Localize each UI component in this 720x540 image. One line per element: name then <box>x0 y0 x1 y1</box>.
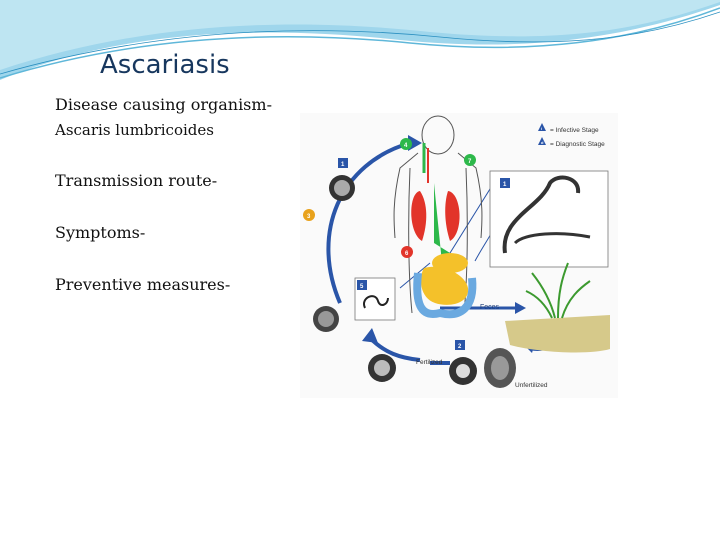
svg-text:2: 2 <box>458 344 462 350</box>
svg-text:= Infective Stage: = Infective Stage <box>550 127 599 134</box>
svg-text:d: d <box>541 140 544 145</box>
feces-label: Feces <box>480 304 500 311</box>
life-cycle-diagram: i = Infective Stage d = Diagnostic Stage… <box>300 113 618 398</box>
header-wave-decoration <box>0 0 720 80</box>
svg-text:3: 3 <box>307 214 311 220</box>
cycle-arrow-left <box>326 141 411 304</box>
lungs-right <box>445 191 460 241</box>
egg-icon-fertilized <box>449 357 477 385</box>
organism-heading: Disease causing organism- <box>55 95 272 114</box>
step-badge-7: 7 <box>464 154 476 166</box>
organism-name: Ascaris lumbricoides <box>55 121 214 139</box>
transmission-heading: Transmission route- <box>55 171 218 190</box>
body-head-outline <box>421 115 455 155</box>
legend-infective: i = Infective Stage <box>538 123 599 134</box>
larva <box>363 295 389 309</box>
fertilized-label: Fertilized <box>416 359 443 366</box>
step-badge-1-worm: 1 <box>500 178 510 188</box>
egg-icon-2 <box>313 306 339 332</box>
esophagus <box>434 183 450 263</box>
egg-icon-unfertilized <box>484 348 516 388</box>
slide-title: Ascariasis <box>100 50 230 80</box>
svg-text:1: 1 <box>341 162 345 168</box>
step-badge-6: 6 <box>401 246 413 258</box>
step-badge-5: 5 <box>357 280 367 290</box>
egg-icon-3 <box>368 354 396 382</box>
step-badge-3: 3 <box>303 209 315 221</box>
egg-icon-1 <box>329 175 355 201</box>
svg-text:6: 6 <box>405 251 409 257</box>
legend-diagnostic: d = Diagnostic Stage <box>538 137 605 148</box>
adult-worm <box>502 175 581 254</box>
step-badge-1: 1 <box>338 158 348 168</box>
svg-text:= Diagnostic Stage: = Diagnostic Stage <box>550 141 605 148</box>
colon <box>413 272 477 319</box>
svg-text:1: 1 <box>503 182 507 188</box>
svg-text:7: 7 <box>468 159 472 165</box>
svg-text:4: 4 <box>404 143 408 149</box>
unfertilized-label: Unfertilized <box>515 382 548 389</box>
step-badge-4: 4 <box>400 138 412 150</box>
soil <box>505 315 610 353</box>
svg-text:i: i <box>541 126 542 131</box>
step-badge-2: 2 <box>455 340 465 350</box>
plant-icon <box>525 262 591 319</box>
lungs-left <box>411 191 427 241</box>
prevention-heading: Preventive measures- <box>55 275 231 294</box>
svg-text:5: 5 <box>360 284 364 290</box>
symptoms-heading: Symptoms- <box>55 223 146 242</box>
